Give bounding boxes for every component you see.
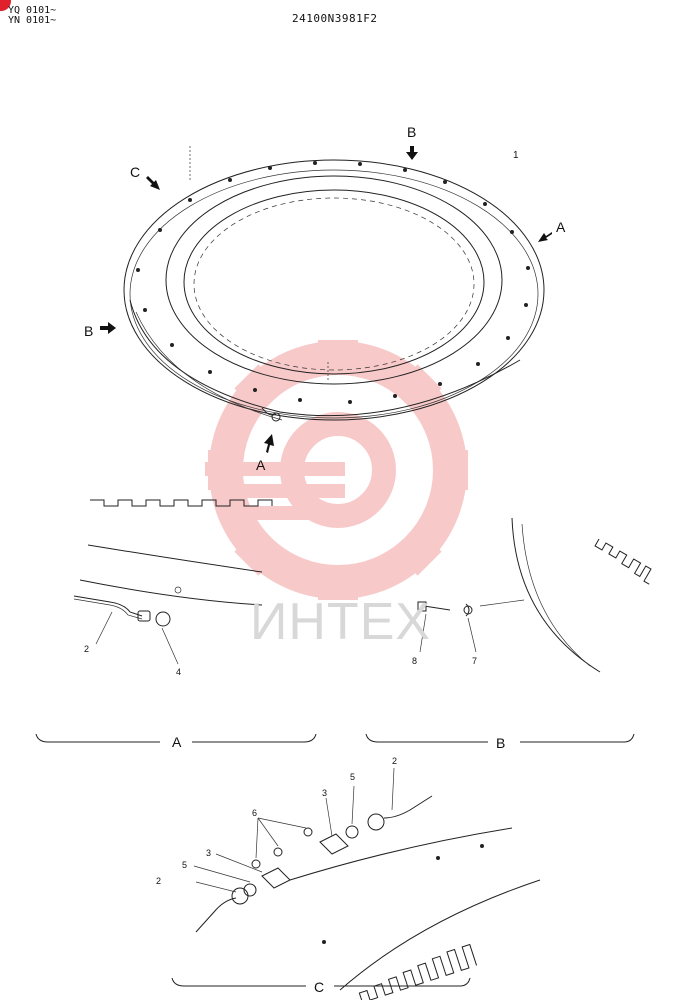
arrow-a-bottom-label: A: [256, 457, 266, 473]
arrow-b-top: B: [406, 124, 418, 160]
callout-elbow-a: 4: [176, 667, 181, 677]
view-c-label: C: [314, 979, 324, 995]
detail-view-a: 2 4 A: [35, 499, 317, 750]
serial-range-2: YN 0101~: [8, 15, 57, 26]
arrow-c-top-label: C: [130, 164, 140, 180]
callout-bolt-b: 8: [412, 656, 417, 666]
callout-fitting-c-bottom: 5: [182, 860, 187, 870]
arrow-b-left-label: B: [84, 323, 93, 339]
ring-bolt-holes: [136, 161, 530, 404]
arrow-b-top-label: B: [407, 124, 416, 140]
callout-fitting-c-top: 5: [350, 772, 355, 782]
watermark-text: ИНТЕХ: [250, 593, 432, 651]
callout-ring: 1: [513, 150, 519, 161]
drawing-number: 24100N3981F2: [292, 12, 378, 25]
arrow-b-left: B: [84, 322, 116, 339]
arrow-a-right: A: [538, 219, 566, 242]
serial-range-1: YQ 0101~: [8, 5, 57, 16]
detail-view-b: 8 7 B: [365, 517, 652, 751]
view-b-label: B: [496, 735, 505, 751]
callout-plug-c: 6: [252, 808, 257, 818]
arrow-a-right-label: A: [556, 219, 566, 235]
view-a-label: A: [172, 734, 182, 750]
swing-bearing-ring: [123, 159, 545, 422]
callout-pipe-c-top: 2: [392, 756, 397, 766]
callout-pipe-a: 2: [84, 644, 89, 654]
arrow-a-bottom: A: [256, 434, 274, 473]
callout-washer-b: 7: [472, 656, 477, 666]
watermark-gear-logo: [205, 340, 468, 600]
callout-nipple-c-bottom: 3: [206, 848, 211, 858]
corner-red-mark: [0, 0, 11, 11]
callout-nipple-c-top: 3: [322, 788, 327, 798]
arrow-c-top: C: [130, 164, 160, 190]
callout-pipe-c-bottom: 2: [156, 876, 161, 886]
detail-view-c: 2 5 3 6 3 5 2 C: [156, 756, 541, 1000]
